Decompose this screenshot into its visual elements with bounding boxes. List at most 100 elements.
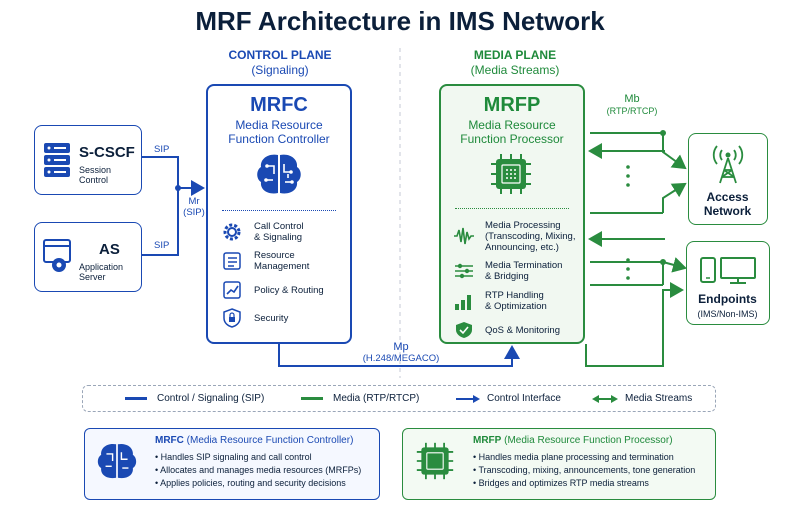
mrfc-name: MRFC xyxy=(250,94,308,116)
server-stack-icon xyxy=(44,143,70,177)
double-arrow-icon xyxy=(592,394,618,403)
as-name: AS xyxy=(99,241,120,258)
access-network-node[interactable]: Access Network xyxy=(688,133,768,225)
mrfc-node[interactable]: MRFC Media Resource Function Controller … xyxy=(206,84,352,344)
legend-label: Media Streams xyxy=(625,393,693,404)
bullet-item: • Handles media plane processing and ter… xyxy=(473,452,674,462)
media-plane-subtitle: (Media Streams) xyxy=(470,63,560,77)
media-plane-title: MEDIA PLANE xyxy=(473,48,557,62)
processor-chip-icon xyxy=(416,442,454,480)
scscf-name: S-CSCF xyxy=(79,144,135,161)
arrow-right-icon xyxy=(456,394,480,403)
gear-icon xyxy=(223,223,241,241)
mb-links xyxy=(585,132,687,367)
access-network-line2: Network xyxy=(703,204,752,218)
legend-item-media: Media (RTP/RTCP) xyxy=(301,393,419,404)
app-window-gear-icon xyxy=(43,239,71,272)
mp-label: Mp (H.248/MEGACO) xyxy=(346,341,456,365)
mrfp-fullname: Media Resource Function Processor xyxy=(441,118,583,146)
mr-junction xyxy=(175,185,181,191)
mrfp-feature-item: RTP Handling& Optimization xyxy=(453,286,581,316)
mrfp-feature-item: Media Processing(Transcoding, Mixing,Ann… xyxy=(453,216,581,256)
sliders-icon xyxy=(455,263,473,279)
access-network-line1: Access xyxy=(706,190,749,204)
mrfp-description-title: MRFP (Media Resource Function Processor) xyxy=(473,435,673,446)
mrfp-description-title-rest: (Media Resource Function Processor) xyxy=(504,435,673,446)
mrfc-fullname-line1: Media Resource xyxy=(235,118,323,132)
devices-icon xyxy=(700,257,756,284)
mrfc-feature-item: Call Control& Signaling xyxy=(222,218,346,246)
as-desc: Application Server xyxy=(79,262,124,282)
legend-item-control: Control / Signaling (SIP) xyxy=(125,393,264,404)
endpoints-name: Endpoints xyxy=(698,292,757,306)
mb-label: Mb (RTP/RTCP) xyxy=(597,93,667,117)
brain-circuit-icon xyxy=(257,154,301,194)
mrfp-name: MRFP xyxy=(483,94,541,116)
control-plane-subtitle: (Signaling) xyxy=(251,63,309,77)
page-title: MRF Architecture in IMS Network xyxy=(195,6,605,36)
brain-circuit-icon xyxy=(97,443,137,479)
mrfc-description-bullets: • Handles SIP signaling and call control… xyxy=(155,451,361,490)
legend-swatch-blue xyxy=(125,397,147,400)
mr-label-name: Mr xyxy=(188,196,200,207)
legend: Control / Signaling (SIP) Media (RTP/RTC… xyxy=(82,385,716,412)
mrfp-feature-text: Media Processing(Transcoding, Mixing,Ann… xyxy=(485,219,576,253)
mb-label-protocol: (RTP/RTCP) xyxy=(606,106,658,116)
legend-swatch-green xyxy=(301,397,323,400)
bullet-item: • Allocates and manages media resources … xyxy=(155,465,362,475)
mrfc-feature-text: Policy & Routing xyxy=(254,284,324,296)
mrfp-feature-item: Media Termination& Bridging xyxy=(453,256,581,286)
lock-icon xyxy=(223,308,241,328)
scscf-node[interactable]: S-CSCF Session Control xyxy=(34,125,142,195)
bullet-item: • Applies policies, routing and security… xyxy=(155,478,346,488)
mp-label-name: Mp xyxy=(393,341,409,353)
legend-label: Media (RTP/RTCP) xyxy=(333,393,420,404)
mrfc-fullname-line2: Function Controller xyxy=(228,132,330,146)
mrfp-feature-text: QoS & Monitoring xyxy=(485,324,560,336)
sip-links xyxy=(142,156,205,256)
bullet-item: • Transcoding, mixing, announcements, to… xyxy=(473,465,696,475)
mrfc-feature-text: Call Control& Signaling xyxy=(254,221,304,243)
mrfc-feature-item: Policy & Routing xyxy=(222,276,346,304)
shield-icon xyxy=(456,322,472,338)
mr-label-protocol: (SIP) xyxy=(183,207,205,218)
sip-label-as: SIP xyxy=(154,240,170,251)
mrfc-fullname: Media Resource Function Controller xyxy=(208,118,350,146)
mp-link xyxy=(278,344,520,367)
mrfc-description-title-bold: MRFC xyxy=(155,435,184,446)
mrfp-feature-list: Media Processing(Transcoding, Mixing,Ann… xyxy=(453,216,581,344)
signal-bars-icon xyxy=(455,295,471,310)
mrfc-divider xyxy=(222,210,336,211)
access-network-label: Access Network xyxy=(689,190,766,218)
mrfp-fullname-line1: Media Resource xyxy=(468,118,556,132)
mrfc-description-title-rest: (Media Resource Function Controller) xyxy=(186,435,354,446)
endpoints-node[interactable]: Endpoints (IMS/Non-IMS) xyxy=(686,241,770,325)
legend-item-media-streams: Media Streams xyxy=(591,393,692,404)
legend-label: Control Interface xyxy=(487,393,561,404)
mrfp-node[interactable]: MRFP Media Resource Function Processor M… xyxy=(439,84,585,344)
mrfp-description-card: MRFP (Media Resource Function Processor)… xyxy=(402,428,716,500)
bullet-item: • Bridges and optimizes RTP media stream… xyxy=(473,478,649,488)
mrfp-fullname-line2: Function Processor xyxy=(460,132,564,146)
scscf-desc: Session Control xyxy=(79,165,112,185)
sip-label-scscf: SIP xyxy=(154,144,170,155)
mrfp-feature-item: QoS & Monitoring xyxy=(453,316,581,344)
mrfc-feature-item: Security xyxy=(222,304,346,332)
list-icon xyxy=(223,252,241,270)
mrfp-description-bullets: • Handles media plane processing and ter… xyxy=(473,451,695,490)
ellipsis-dots xyxy=(626,165,630,280)
mp-label-protocol: (H.248/MEGACO) xyxy=(362,353,440,364)
mrfc-description-card: MRFC (Media Resource Function Controller… xyxy=(84,428,380,500)
legend-item-control-interface: Control Interface xyxy=(455,393,561,404)
mrfp-feature-text: RTP Handling& Optimization xyxy=(485,290,547,312)
legend-label: Control / Signaling (SIP) xyxy=(157,393,265,404)
as-node[interactable]: AS Application Server xyxy=(34,222,142,292)
mrfp-feature-text: Media Termination& Bridging xyxy=(485,260,563,282)
mrfc-description-title: MRFC (Media Resource Function Controller… xyxy=(155,435,353,446)
mrfp-description-title-bold: MRFP xyxy=(473,435,502,446)
control-plane-heading: CONTROL PLANE (Signaling) xyxy=(215,48,345,78)
mrfp-divider xyxy=(455,208,569,209)
mr-label: Mr (SIP) xyxy=(182,196,206,218)
